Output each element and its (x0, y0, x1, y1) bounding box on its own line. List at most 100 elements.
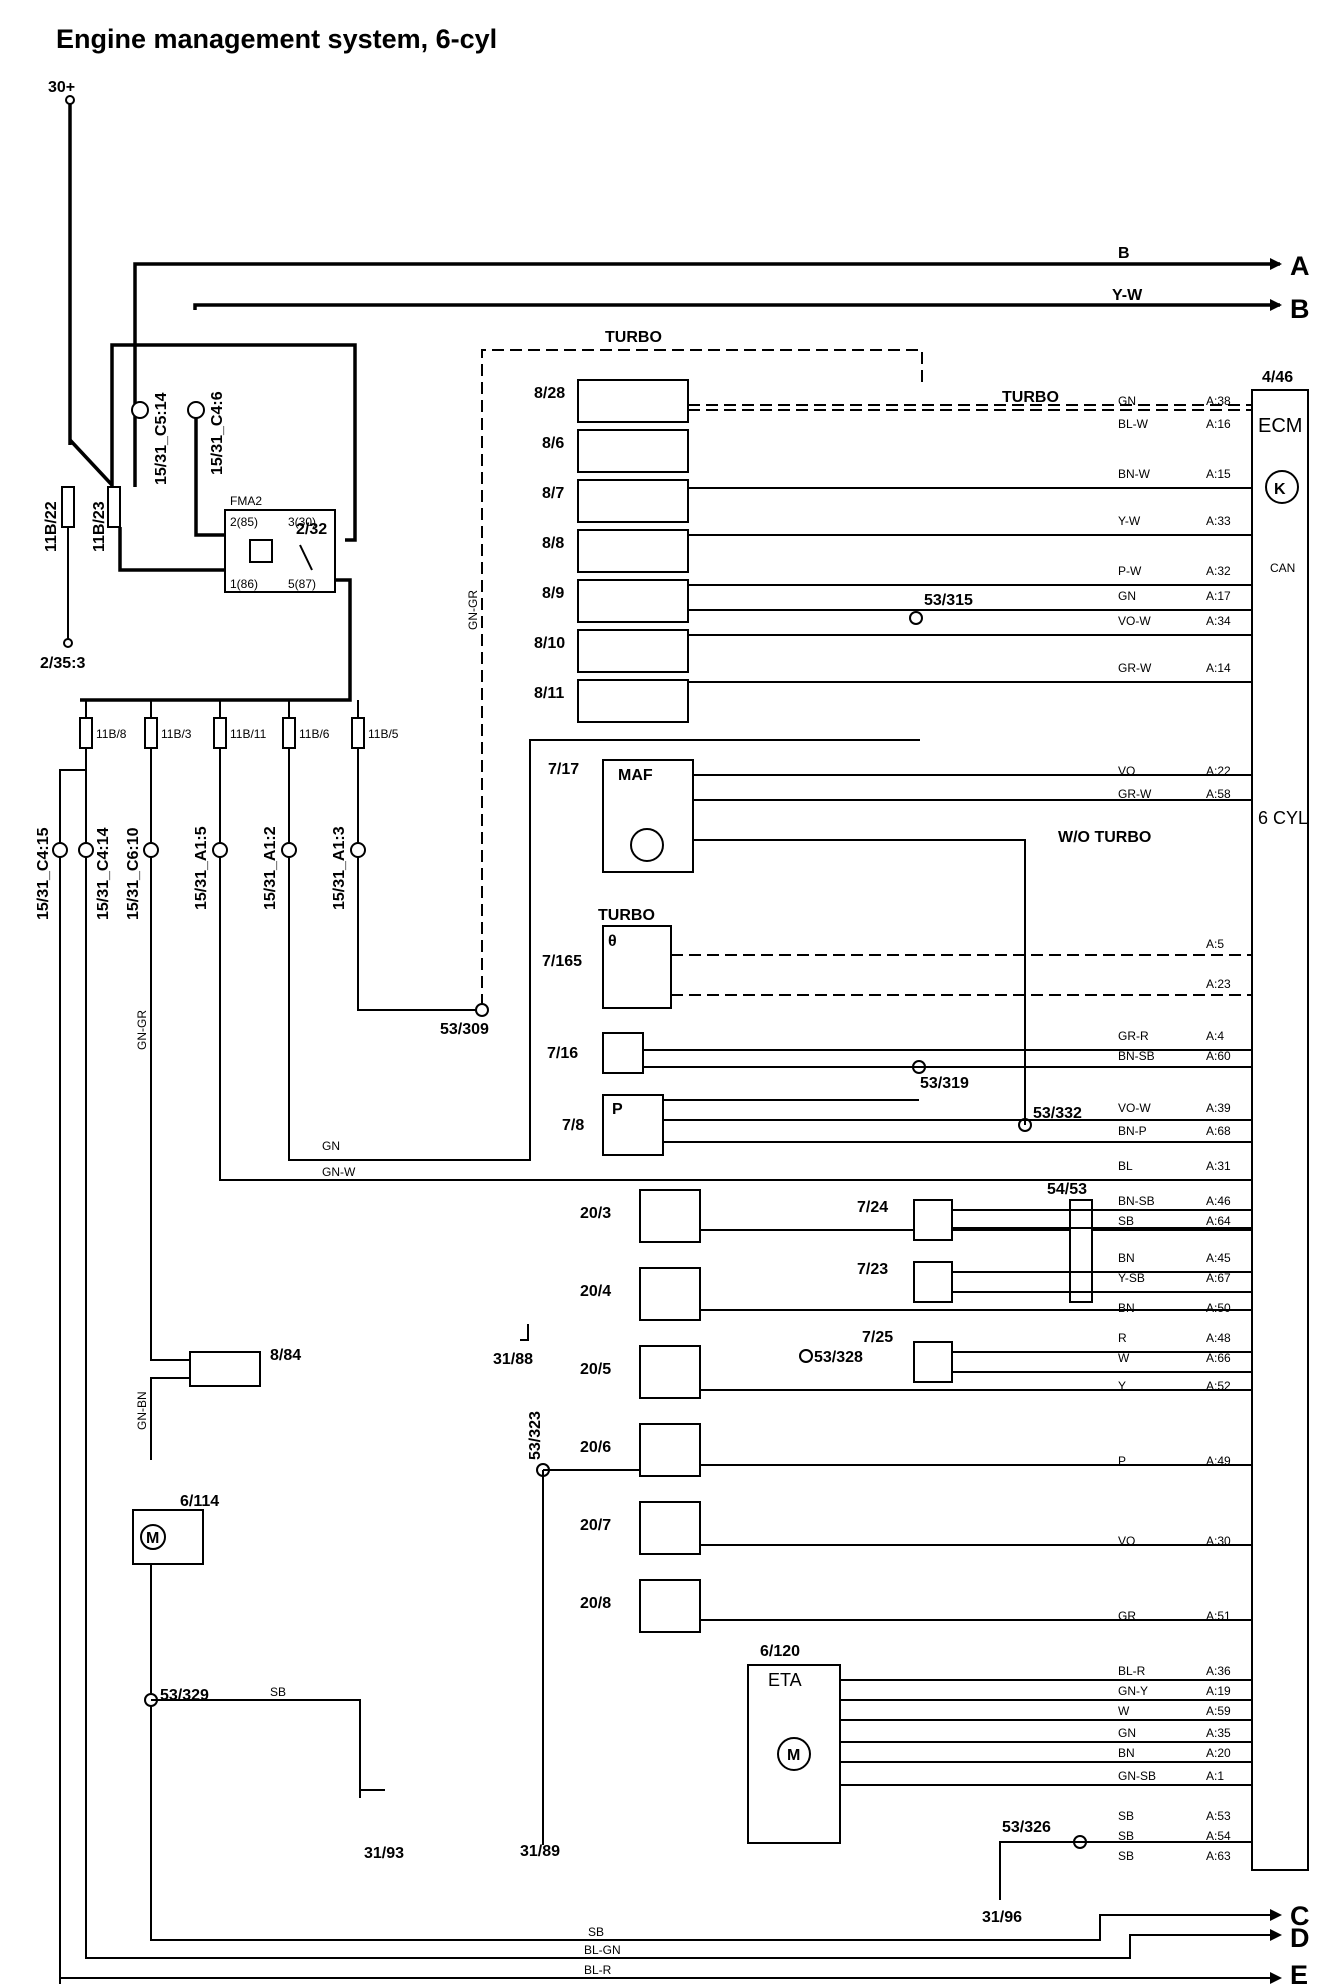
valve-label: 8/9 (542, 585, 564, 602)
ecm-pin-number: A:16 (1206, 417, 1231, 431)
output-c-letter: C (1290, 1901, 1310, 1931)
turbo-dashed-loop (481, 349, 923, 1008)
ground-label-2-35-3: 2/35:3 (40, 655, 85, 672)
splice-label-53-315: 53/315 (924, 592, 973, 609)
supply-terminal (65, 95, 75, 105)
sensor-label-7-17: 7/17 (548, 761, 579, 778)
maf-k-icon (630, 828, 664, 862)
fuse-11b-22 (61, 486, 75, 528)
valve-label: 8/10 (534, 635, 565, 652)
ecm-pin-number: A:45 (1206, 1251, 1231, 1265)
sensor-label-7-8: 7/8 (562, 1117, 584, 1134)
eta-label: ETA (768, 1670, 802, 1690)
wire-label-gn-bn: GN-BN (135, 1391, 149, 1430)
wo-turbo-label: W/O TURBO (1058, 829, 1151, 846)
turbo-label-top: TURBO (605, 329, 662, 346)
ecm-pin-number: A:58 (1206, 787, 1231, 801)
valve-body (577, 579, 689, 623)
splice-label-53-323: 53/323 (527, 1411, 544, 1460)
valve-body (577, 379, 689, 423)
supply-branch (68, 438, 114, 487)
eta-motor-glyph: M (787, 1747, 800, 1764)
ecm-wire-color: GR-W (1118, 661, 1152, 675)
ecm-wire-color: BL (1118, 1159, 1133, 1173)
ecm-wire-color: P-W (1118, 564, 1142, 578)
ecm-pin-number: A:23 (1206, 977, 1231, 991)
relay-name: FMA2 (230, 494, 262, 508)
output-wire-d (85, 857, 1282, 1959)
valve-body (577, 679, 689, 723)
wire-53-326 (999, 1841, 1252, 1900)
ecm-wire-color: P (1118, 1454, 1126, 1468)
ecm-wire-color: Y (1118, 1379, 1126, 1393)
ecm-wire-color: GN (1118, 394, 1136, 408)
ecm-wire-color: SB (1118, 1829, 1134, 1843)
relay-switch (299, 544, 313, 571)
ecm-pin-number: A:50 (1206, 1301, 1231, 1315)
ecm-wire-color: GR-W (1118, 787, 1152, 801)
ecm-pin-number: A:15 (1206, 467, 1231, 481)
connector-c5-14 (131, 401, 149, 419)
splice-label-53-328: 53/328 (814, 1349, 863, 1366)
valve-body (577, 529, 689, 573)
ecm-pin-number: A:33 (1206, 514, 1231, 528)
fuse-label-11b-6: 11B/6 (299, 727, 330, 741)
output-wire-b (193, 299, 1282, 311)
ecm-wire-color: VO-W (1118, 614, 1151, 628)
connector-label-54-53: 54/53 (1047, 1181, 1087, 1198)
ecm-pin-number: A:64 (1206, 1214, 1231, 1228)
connector-label-c4-15: 15/31_C4:15 (35, 827, 52, 920)
ecm-pin-number: A:36 (1206, 1664, 1231, 1678)
supply-terminal-label: 30+ (48, 79, 75, 96)
coil-label: 20/6 (580, 1439, 611, 1456)
motor-glyph: M (146, 1530, 159, 1547)
relay-pin-85: 2(85) (230, 515, 258, 529)
fuse-11b-3 (144, 717, 158, 749)
fuse-label-11b-3: 11B/3 (161, 727, 192, 741)
ecm-wire-color: W (1118, 1351, 1130, 1365)
eta-motor-icon (777, 1737, 811, 1771)
ecm-wire-color: GN (1118, 589, 1136, 603)
fuse-11b-11 (213, 717, 227, 749)
ecm-pin-number: A:39 (1206, 1101, 1231, 1115)
ecm-wire-color: BN-SB (1118, 1194, 1155, 1208)
ecm-wire-color: SB (1118, 1849, 1134, 1863)
coil-signal-wires (700, 1229, 1252, 1621)
sensor-7-2x-wires (952, 1209, 1252, 1373)
ecm-pin-number: A:35 (1206, 1726, 1231, 1740)
sensor-label-7-16: 7/16 (547, 1045, 578, 1062)
valve-label: 8/7 (542, 485, 564, 502)
sensor-label-7-25: 7/25 (862, 1329, 893, 1346)
connector-a1-3 (350, 842, 366, 858)
sensor-label-7-23: 7/23 (857, 1261, 888, 1278)
ecm-wire-color: GR-R (1118, 1029, 1149, 1043)
sensor-7-165-wires (671, 954, 1252, 996)
valve-label: 8/8 (542, 535, 564, 552)
output-a-color: B (1118, 245, 1130, 262)
ecm-wire-color: R (1118, 1331, 1127, 1345)
ecm-variant: 6 CYL (1258, 808, 1308, 828)
ground-label-31-89: 31/89 (520, 1843, 560, 1860)
ecm-pin-number: A:60 (1206, 1049, 1231, 1063)
wire-label-gn-w: GN-W (322, 1165, 356, 1179)
eta-wires (840, 1679, 1252, 1786)
sensor-7-16-wires (643, 1049, 1252, 1068)
sensor-7-165-glyph: θ (608, 933, 617, 950)
ecm-wire-color: BN-P (1118, 1124, 1147, 1138)
ecm-wire-color: VO-W (1118, 1101, 1151, 1115)
ecm-pin-number: A:19 (1206, 1684, 1231, 1698)
relay-pin-86: 1(86) (230, 577, 258, 591)
wire-label-gn-gr-top: GN-GR (466, 590, 480, 630)
coil-label: 20/7 (580, 1517, 611, 1534)
ecm-pin-number: A:66 (1206, 1351, 1231, 1365)
maf-label: MAF (618, 767, 653, 784)
splice-53-328 (799, 1349, 813, 1363)
relay-coil (249, 539, 273, 563)
connector-c4-15 (52, 842, 68, 858)
fuse-label-11b-5: 11B/5 (368, 727, 399, 741)
sensor-7-8-glyph: P (612, 1101, 623, 1118)
wire-gn-w (219, 857, 1252, 1181)
fuse-11b-8 (79, 717, 93, 749)
wire-to-31-93 (151, 1699, 385, 1791)
ecm-pin-number: A:59 (1206, 1704, 1231, 1718)
